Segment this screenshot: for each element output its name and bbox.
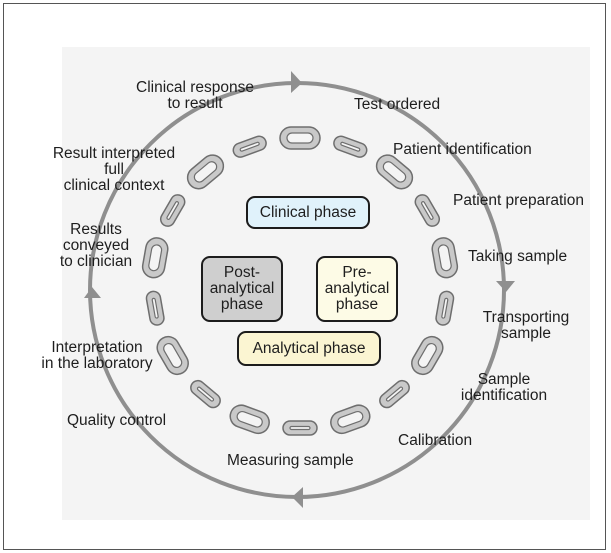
label-patient-identification: Patient identification [393,141,532,158]
label-patient-preparation: Patient preparation [453,192,584,209]
chain-link [159,194,186,227]
arrow-bottom-icon [292,487,303,508]
analytical-phase-box: Analytical phase [237,331,381,366]
chain-link [411,335,444,376]
chain-link [279,126,321,150]
arrow-top-icon [291,71,302,93]
chain-links [141,126,459,436]
chain-link [186,154,225,190]
arrow-left-icon [84,287,101,298]
chain-link [435,290,455,326]
label-measuring-sample: Measuring sample [227,452,354,469]
chain-link [330,404,371,435]
chain-link [333,135,368,158]
chain-link [232,135,267,158]
label-test-ordered: Test ordered [354,96,441,113]
label-calibration: Calibration [398,432,473,449]
arrow-right-icon [496,281,515,292]
label-taking-sample: Taking sample [468,248,568,265]
chain-link [414,194,441,227]
ring-arrows [84,71,515,508]
figure-frame [3,3,606,550]
chain-link [156,335,189,376]
chain-link [282,420,318,436]
chain-link [229,404,270,435]
chain-link [190,379,221,409]
clinical-phase-box: Clinical phase [246,196,370,229]
chain-link [379,379,410,409]
label-quality-control: Quality control [67,412,167,429]
chain-link [431,237,459,279]
chain-link [141,237,169,279]
chain-link [145,290,165,326]
chain-link [375,154,414,190]
